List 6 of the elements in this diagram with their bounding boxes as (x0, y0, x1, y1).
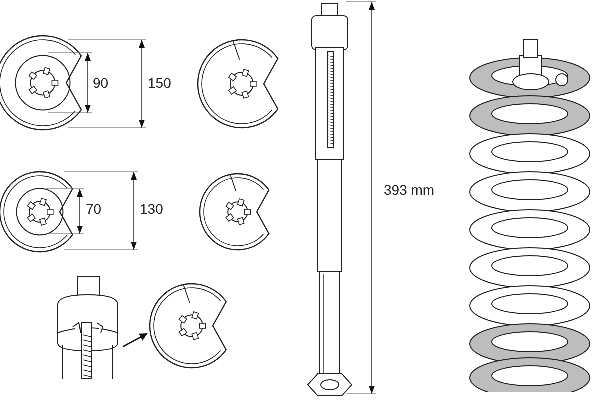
dimension-value: 90 (92, 76, 110, 90)
dimension-value: 70 (85, 202, 103, 216)
dimension-value: 130 (139, 202, 164, 216)
dimension-value: 150 (147, 76, 172, 90)
arrow (122, 333, 148, 348)
dimension-value: 393 mm (383, 183, 436, 197)
